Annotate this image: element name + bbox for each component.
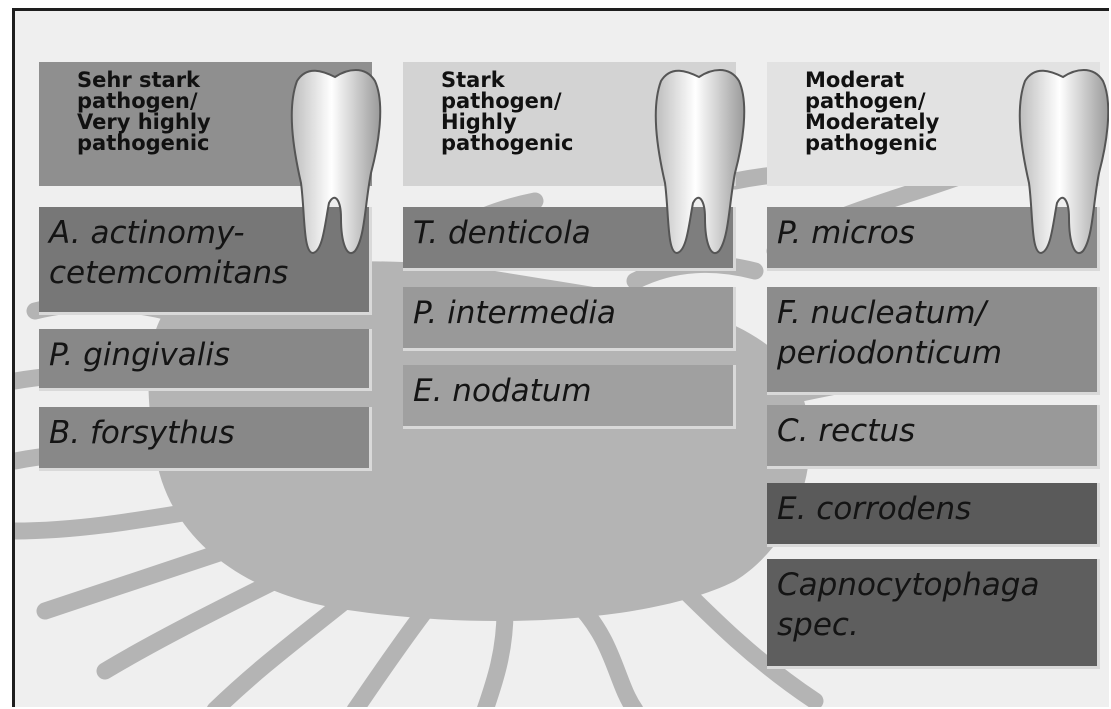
species-box: B. forsythus (39, 407, 372, 471)
species-name: P. intermedia (413, 293, 733, 333)
species-name: C. rectus (777, 411, 1097, 451)
species-name: Capnocytophaga (777, 565, 1097, 605)
species-name: F. nucleatum/ (777, 293, 1097, 333)
species-box: E. corrodens (767, 483, 1100, 547)
species-name: E. nodatum (413, 371, 733, 411)
species-box: P. intermedia (403, 287, 736, 351)
tooth-icon (1013, 63, 1109, 258)
tooth-icon (649, 63, 749, 258)
species-name: periodonticum (777, 333, 1097, 373)
diagram-panel: Sehr stark pathogen/ Very highly pathoge… (12, 8, 1109, 707)
species-name: cetemcomitans (49, 253, 369, 293)
species-box: C. rectus (767, 405, 1100, 469)
tooth-icon (285, 63, 385, 258)
species-box: F. nucleatum/ periodonticum (767, 287, 1100, 395)
species-name: spec. (777, 605, 1097, 645)
species-box: E. nodatum (403, 365, 736, 429)
species-name: P. gingivalis (49, 335, 369, 375)
species-box: Capnocytophaga spec. (767, 559, 1100, 669)
species-name: B. forsythus (49, 413, 369, 453)
species-box: P. gingivalis (39, 329, 372, 391)
species-name: E. corrodens (777, 489, 1097, 529)
